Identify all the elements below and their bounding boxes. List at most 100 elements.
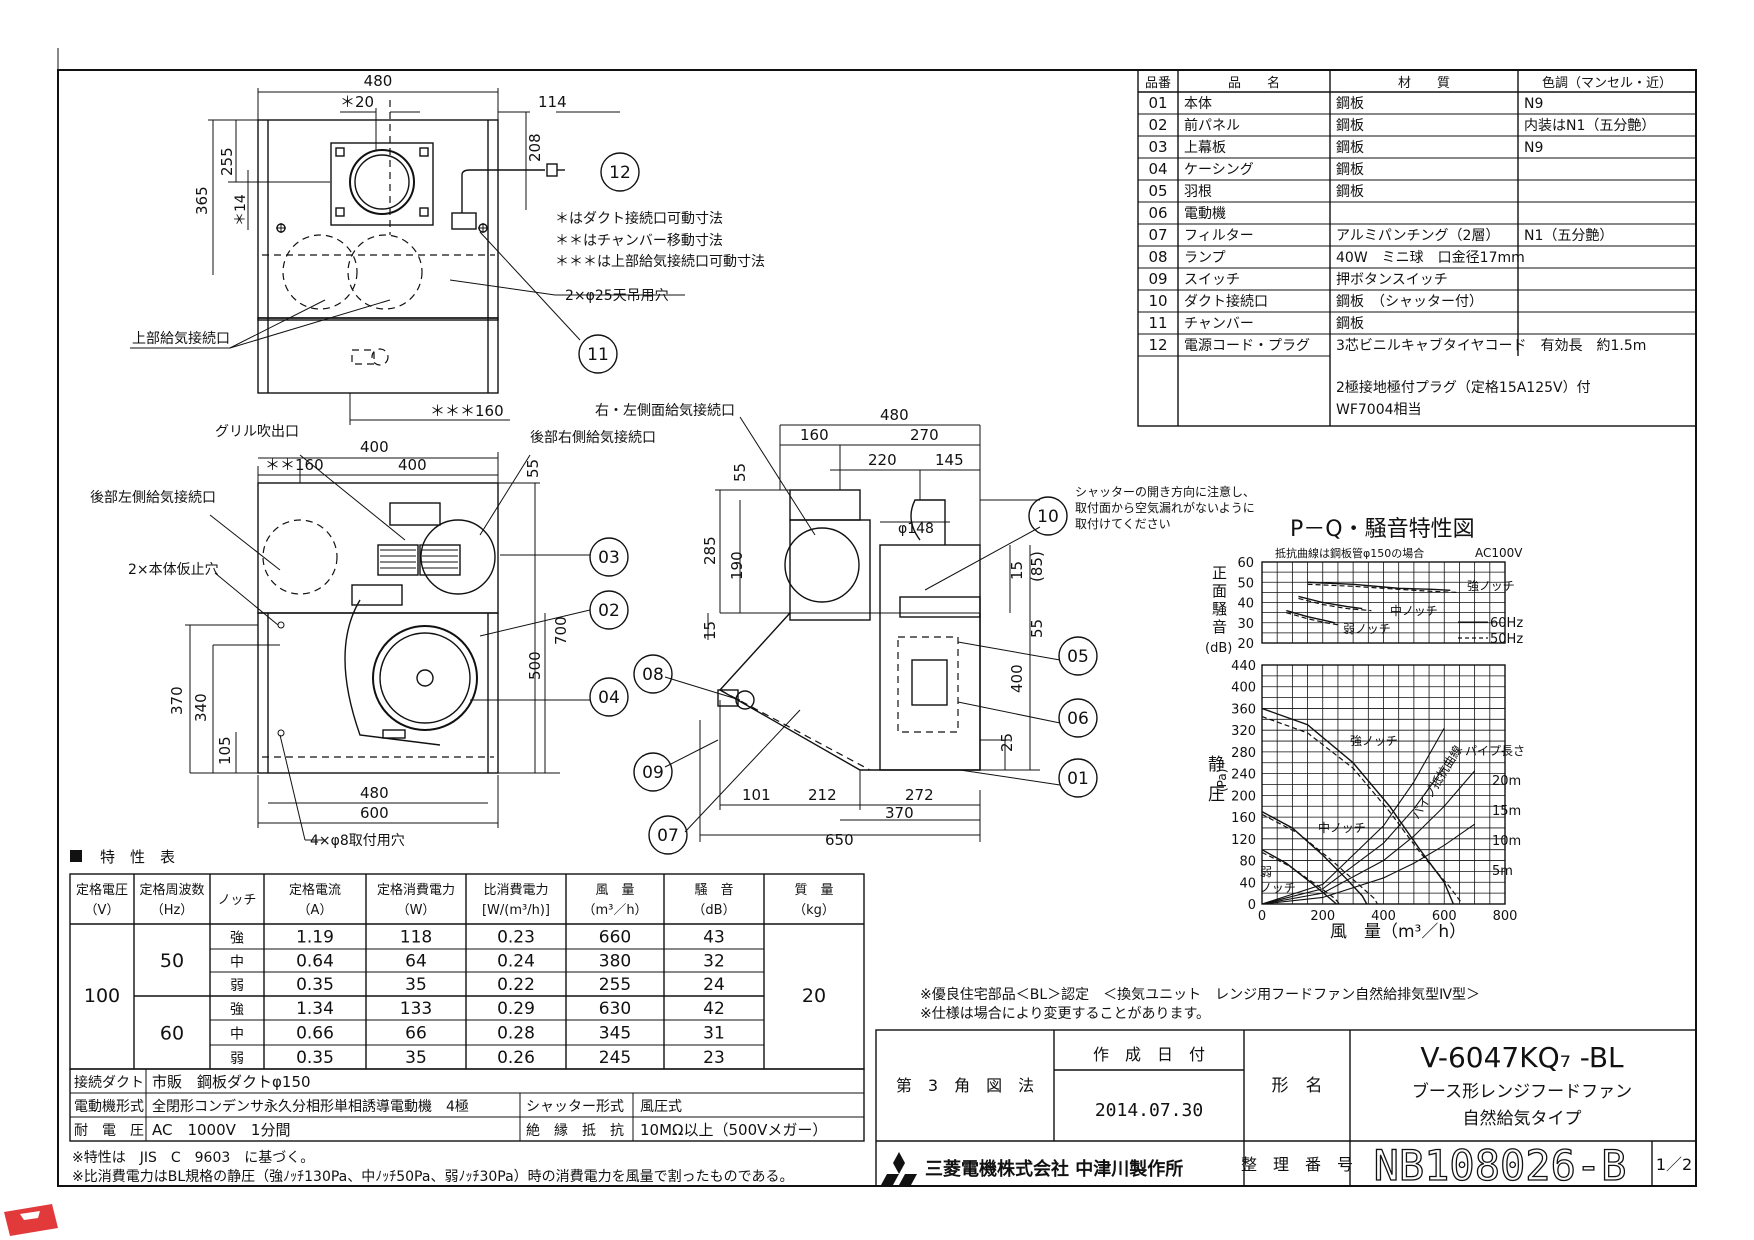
dim-101: 101 [742, 786, 771, 804]
pressure-ytick: 40 [1239, 876, 1256, 891]
pq-ticks: 6050403020440400360320280240200160120804… [1231, 556, 1517, 924]
spec-header: 定格周波数 [139, 882, 204, 898]
pq-series-line [1261, 770, 1476, 905]
parts-row-material: 鋼板 [1336, 96, 1364, 112]
side-view [664, 416, 1061, 842]
spec-header: （m³／h） [582, 903, 647, 918]
spec-cell: 255 [599, 975, 631, 995]
pipe-10m: 10m [1492, 834, 1521, 849]
dim-25: 25 [998, 733, 1016, 752]
dim-160-side: 160 [800, 426, 829, 444]
spec-cell: 0.26 [497, 1048, 535, 1068]
spec-header: 風 量 [595, 883, 634, 898]
balloon-11: 11 [587, 345, 609, 365]
parts-row12-extra-1: 2極接地極付プラグ（定格15A125V）付 [1336, 379, 1591, 396]
pressure-ytick: 320 [1231, 724, 1256, 739]
pq-xtick: 600 [1432, 909, 1457, 924]
parts-row-color: N1（五分艶） [1524, 228, 1613, 244]
parts-row-no: 07 [1148, 226, 1167, 244]
pq-voltage: AC100V [1475, 546, 1523, 560]
corner-stamp [4, 1204, 58, 1236]
balloon-05: 05 [1067, 647, 1089, 667]
balloon-06: 06 [1067, 709, 1089, 729]
parts-row-material: 鋼板 [1336, 162, 1364, 178]
spec-duct-value: 市販 鋼板ダクトφ150 [152, 1073, 311, 1091]
spec-header: 質 量 [794, 883, 833, 898]
spec-cell: 弱 [230, 978, 244, 994]
parts-row-name: 上幕板 [1184, 140, 1226, 156]
spec-cell: 245 [599, 1048, 631, 1068]
noise-curve [1286, 609, 1336, 624]
spec-cell: 133 [400, 999, 432, 1019]
parts-row-name: フィルター [1184, 228, 1254, 244]
parts-row-name: 電動機 [1184, 206, 1226, 222]
dim-220: 220 [868, 451, 897, 469]
pipe-5m: 5m [1492, 864, 1513, 879]
spec-header: 騒 音 [694, 882, 733, 898]
tb-number: NB108026-B [1374, 1141, 1627, 1190]
parts-row-color: 内装はN1（五分艶） [1524, 118, 1655, 134]
tb-company: 三菱電機株式会社 中津川製作所 [925, 1158, 1183, 1180]
dim-85: (85) [1028, 551, 1046, 582]
pq-label-pipe-resist: パイプ抵抗曲線 [1408, 742, 1465, 821]
spec-insulation-value: 10MΩ以上（500Vメガー） [640, 1121, 827, 1139]
pq-label-weak-2: ノッチ [1260, 881, 1296, 895]
parts-row-no: 05 [1148, 182, 1167, 200]
balloon-07: 07 [657, 826, 679, 846]
dim-365: 365 [193, 186, 211, 215]
spec-cell: 43 [703, 928, 725, 948]
parts-row-material: 鋼板 [1336, 184, 1364, 200]
spec-note-2: ※比消費電力はBL規格の静圧（強ﾉｯﾁ130Pa、中ﾉｯﾁ50Pa、弱ﾉｯﾁ30… [72, 1168, 794, 1185]
spec-hz: 60 [160, 1023, 184, 1045]
spec-table [69, 873, 865, 1142]
pressure-ylabel-1: 静 [1208, 755, 1225, 775]
spec-header: （Hz） [151, 903, 194, 918]
spec-cell: 強 [230, 1002, 244, 1018]
balloon-09: 09 [642, 763, 664, 783]
spec-cell: 23 [703, 1048, 725, 1068]
pressure-ytick: 80 [1239, 855, 1256, 870]
spec-header: ノッチ [218, 893, 257, 908]
pressure-ytick: 200 [1231, 789, 1256, 804]
balloon-02: 02 [598, 601, 620, 621]
spec-cell: 0.66 [296, 1024, 334, 1044]
pq-series-line [1261, 727, 1445, 905]
parts-row-name: 電源コード・プラグ [1184, 338, 1310, 354]
spec-cell: 0.64 [296, 952, 334, 972]
pq-xtick: 800 [1493, 909, 1518, 924]
noise-curve [1286, 612, 1339, 626]
noise-curve [1307, 583, 1457, 593]
legend-60hz: 60Hz [1490, 616, 1523, 631]
spec-header: 定格電流 [289, 882, 341, 898]
spec-shutter-label: シャッター形式 [526, 1099, 624, 1115]
dim-114: 114 [538, 93, 567, 111]
dim-500: 500 [526, 651, 544, 680]
label-temp-holes: 2×本体仮止穴 [128, 562, 219, 578]
dim-480-side: 480 [880, 406, 909, 424]
spec-cell: 0.35 [296, 975, 334, 995]
spec-cell: 35 [405, 1048, 427, 1068]
tb-model-label: 形 名 [1272, 1076, 1323, 1096]
spec-cell: 345 [599, 1024, 631, 1044]
dim-212: 212 [808, 786, 837, 804]
pressure-ytick: 280 [1231, 746, 1256, 761]
parts-row-material: 鋼板 [1336, 140, 1364, 156]
dim-400-front: 400 [398, 456, 427, 474]
spec-cell: 24 [703, 975, 725, 995]
tb-projection: 第 3 角 図 法 [896, 1076, 1034, 1095]
spec-header: 定格電圧 [76, 882, 128, 898]
parts-header-material: 材 質 [1398, 76, 1450, 91]
spec-cell: 66 [405, 1024, 427, 1044]
note-dim-3: ＊＊＊は上部給気接続口可動寸法 [555, 253, 765, 270]
spec-title: 特 性 表 [100, 848, 175, 866]
spec-cell: 35 [405, 975, 427, 995]
label-side-inlet: 右・左側面給気接続口 [595, 402, 735, 419]
spec-header: （dB） [692, 903, 735, 918]
parts-row-material: 鋼板 （シャッター付） [1336, 294, 1483, 310]
spec-withstand-label: 耐 電 圧 [74, 1123, 144, 1139]
pq-label-pipe-len: パイプ長さ [1465, 744, 1525, 758]
dim-208: 208 [526, 133, 544, 162]
parts-row-name: ケーシング [1184, 162, 1254, 178]
dim-105: 105 [216, 736, 234, 765]
